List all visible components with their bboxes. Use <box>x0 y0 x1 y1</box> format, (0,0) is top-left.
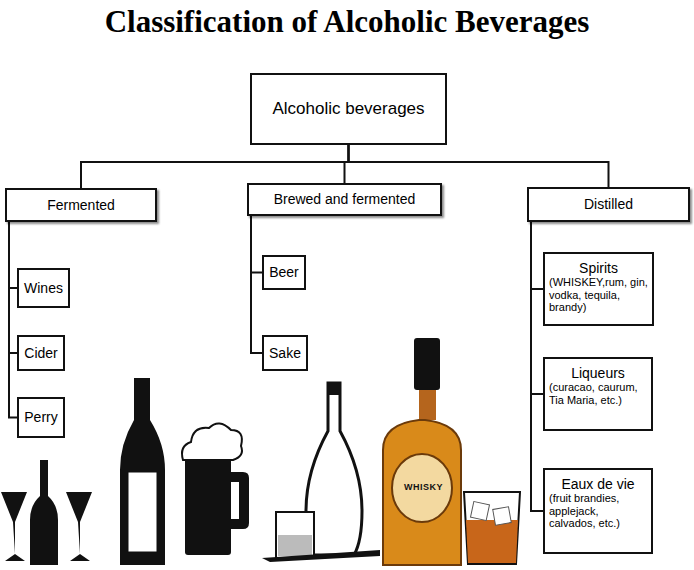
category-box: Liqueurs(curacao, caurum, Tia Maria, etc… <box>543 357 653 431</box>
box-label: Alcoholic beverages <box>272 99 424 119</box>
tree-connector <box>251 216 262 273</box>
box-label: Fermented <box>47 197 115 213</box>
tree-connector <box>9 222 17 418</box>
category-box: Eaux de vie(fruit brandies, applejack, c… <box>543 468 653 554</box>
category-box: Beer <box>262 255 306 290</box>
tree-connector <box>349 145 609 187</box>
category-box: Wines <box>17 268 70 308</box>
tree-connector <box>9 222 17 288</box>
box-label: Perry <box>24 409 57 425</box>
box-label: Distilled <box>584 196 633 212</box>
box-examples: (curacao, caurum, Tia Maria, etc.) <box>549 381 647 406</box>
box-examples: (WHISKEY,rum, gin, vodka, tequila, brand… <box>549 276 648 314</box>
diagram-title: Classification of Alcoholic Beverages <box>0 4 694 40</box>
box-examples: (fruit brandies, applejack, calvados, et… <box>549 492 647 530</box>
category-box: Fermented <box>5 188 157 222</box>
box-label: Wines <box>24 280 63 296</box>
category-box: Alcoholic beverages <box>250 73 447 145</box>
box-label: Beer <box>269 264 299 280</box>
bottle-label: WHISKY <box>402 482 445 492</box>
category-box: Cider <box>17 335 65 371</box>
tree-connector <box>251 216 262 353</box>
box-label: Liqueurs <box>571 365 625 381</box>
box-label: Brewed and fermented <box>274 191 416 207</box>
category-box: Perry <box>17 397 65 438</box>
tree-connector <box>9 222 17 353</box>
box-label: Sake <box>269 345 301 361</box>
tree-connector <box>531 222 543 394</box>
category-box: Distilled <box>527 187 690 222</box>
category-box: Spirits(WHISKEY,rum, gin, vodka, tequila… <box>543 252 654 326</box>
tree-connector <box>531 222 543 511</box>
tree-connector <box>81 145 349 188</box>
tree-connector <box>531 222 543 289</box>
box-label: Spirits <box>579 260 618 276</box>
box-label: Eaux de vie <box>561 476 634 492</box>
category-box: Sake <box>262 335 308 371</box>
box-label: Cider <box>24 345 57 361</box>
category-box: Brewed and fermented <box>247 183 442 216</box>
